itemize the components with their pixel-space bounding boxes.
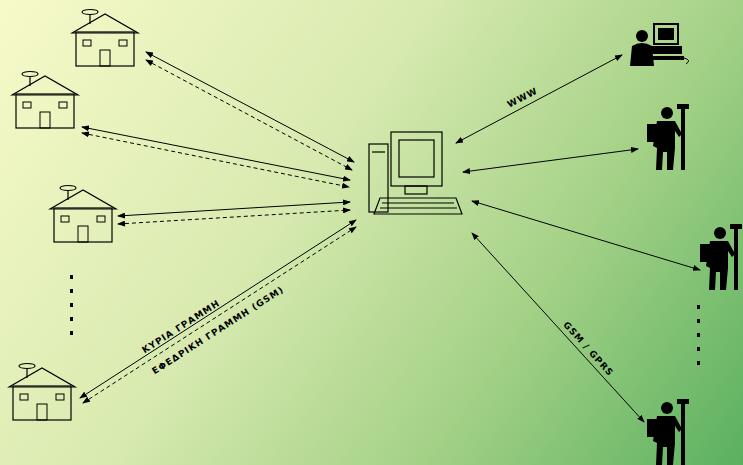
line-label: WWW <box>506 86 540 110</box>
line-label: GSM / GPRS <box>561 320 615 379</box>
